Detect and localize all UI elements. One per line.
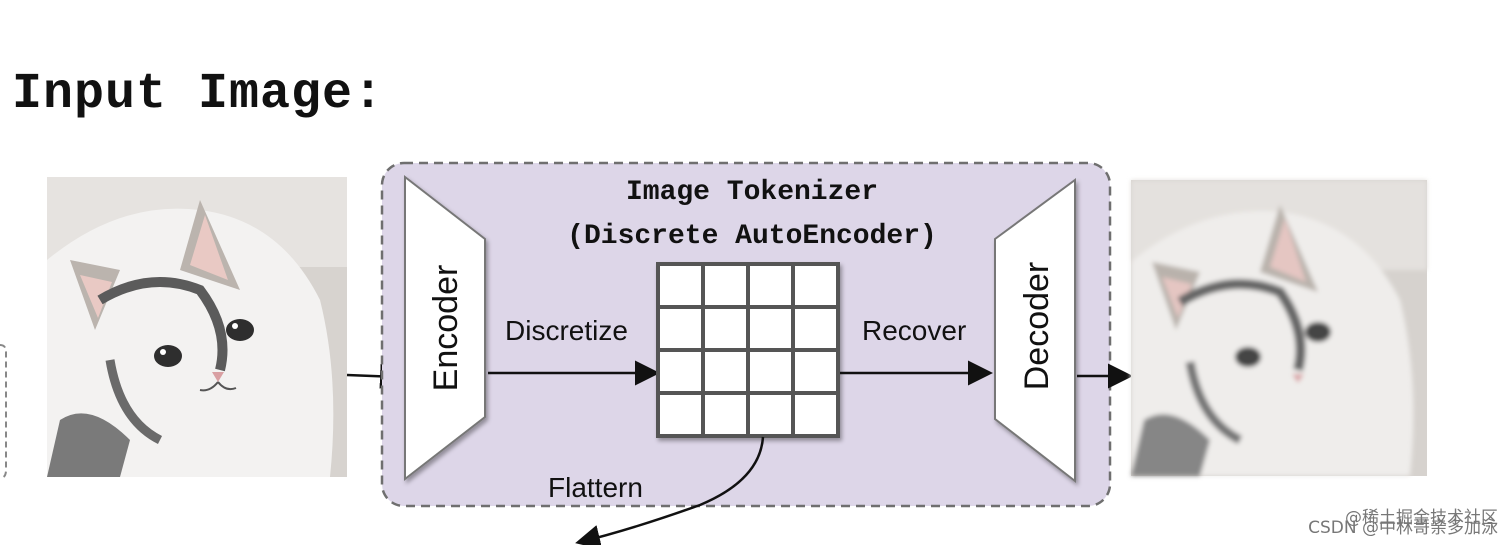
recover-label: Recover — [862, 315, 966, 346]
tokenizer-title-line1: Image Tokenizer — [626, 177, 878, 208]
decoder-label: Decoder — [1018, 262, 1056, 391]
encoder-block — [404, 174, 486, 482]
tokenizer-title-line2: (Discrete AutoEncoder) — [567, 221, 937, 252]
flatten-arrow — [575, 436, 765, 545]
discretize-label: Discretize — [505, 315, 628, 346]
input-image-heading: Input Image: — [12, 66, 385, 123]
input-cat-image — [47, 177, 347, 478]
watermark-line2: CSDN @中林哥亲多加泳 — [1308, 518, 1498, 538]
encoder-label: Encoder — [427, 265, 465, 392]
watermark-line1: @稀土掘金技术社区 — [1345, 508, 1498, 528]
previous-box-edge — [0, 344, 7, 479]
reconstructed-cat-image — [1131, 180, 1427, 476]
token-grid — [656, 262, 840, 438]
decoder-block — [994, 178, 1076, 484]
flatten-label: Flattern — [548, 472, 643, 503]
